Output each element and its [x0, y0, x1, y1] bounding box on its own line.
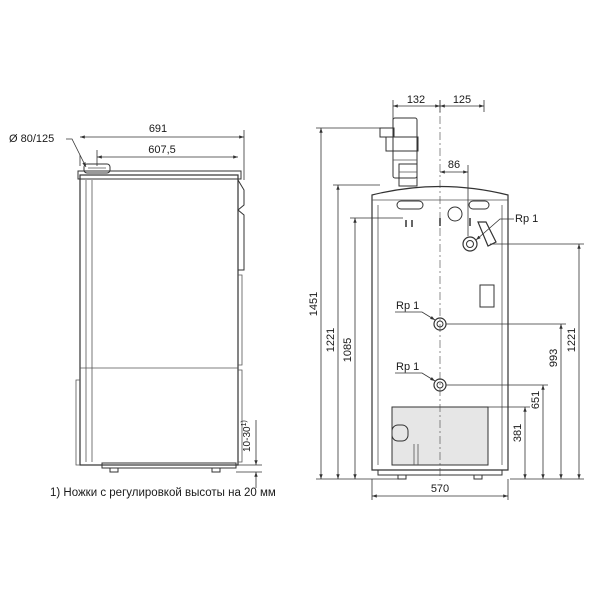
- front-flue-pipe: [392, 117, 418, 179]
- rp-top-label: Rp 1: [515, 213, 538, 225]
- footnote: 1) Ножки с регулировкой высоты на 20 мм: [50, 487, 276, 499]
- height-1221-right-label: 1221: [566, 328, 578, 352]
- front-connection-top: [462, 236, 478, 252]
- side-foot-rear: [211, 467, 221, 473]
- side-foot-front: [109, 467, 119, 473]
- rp-middle-label: Rp 1: [396, 300, 419, 312]
- side-view: 691 607,5 Ø 80/125 10-301): [9, 123, 262, 488]
- height-993-label: 993: [548, 349, 560, 367]
- feet-height-footnote-ref: 1): [241, 420, 248, 426]
- front-foot-right: [473, 474, 483, 480]
- feet-height-value: 10-30: [242, 426, 253, 452]
- side-depth-body-label: 607,5: [148, 144, 176, 156]
- front-gas-pipe: [477, 221, 497, 247]
- front-flue-top: [379, 127, 395, 138]
- overall-height-label: 1451: [308, 292, 320, 316]
- dim-86-label: 86: [448, 159, 460, 171]
- dim-125-label: 125: [453, 94, 471, 106]
- height-1085-label: 1085: [342, 338, 354, 362]
- side-depth-overall-label: 691: [149, 123, 167, 135]
- front-slot-right: [468, 200, 490, 210]
- front-foot-left: [397, 474, 407, 480]
- side-top-cap: [77, 170, 242, 180]
- front-control-box: [479, 284, 495, 308]
- width-570-label: 570: [431, 483, 449, 495]
- flue-diameter-label: Ø 80/125: [9, 133, 54, 145]
- feet-height-label: 10-301): [241, 420, 253, 452]
- front-top-port: [447, 206, 463, 222]
- rp-bottom-label: Rp 1: [396, 361, 419, 373]
- side-body: [79, 174, 239, 466]
- front-view: 132 125 86 1451 1221 1085 1221 993 651: [308, 94, 584, 500]
- front-slot-left: [396, 200, 424, 210]
- dim-132-label: 132: [407, 94, 425, 106]
- height-1221-left-label: 1221: [325, 328, 337, 352]
- height-651-label: 651: [530, 391, 542, 409]
- height-381-label: 381: [512, 424, 524, 442]
